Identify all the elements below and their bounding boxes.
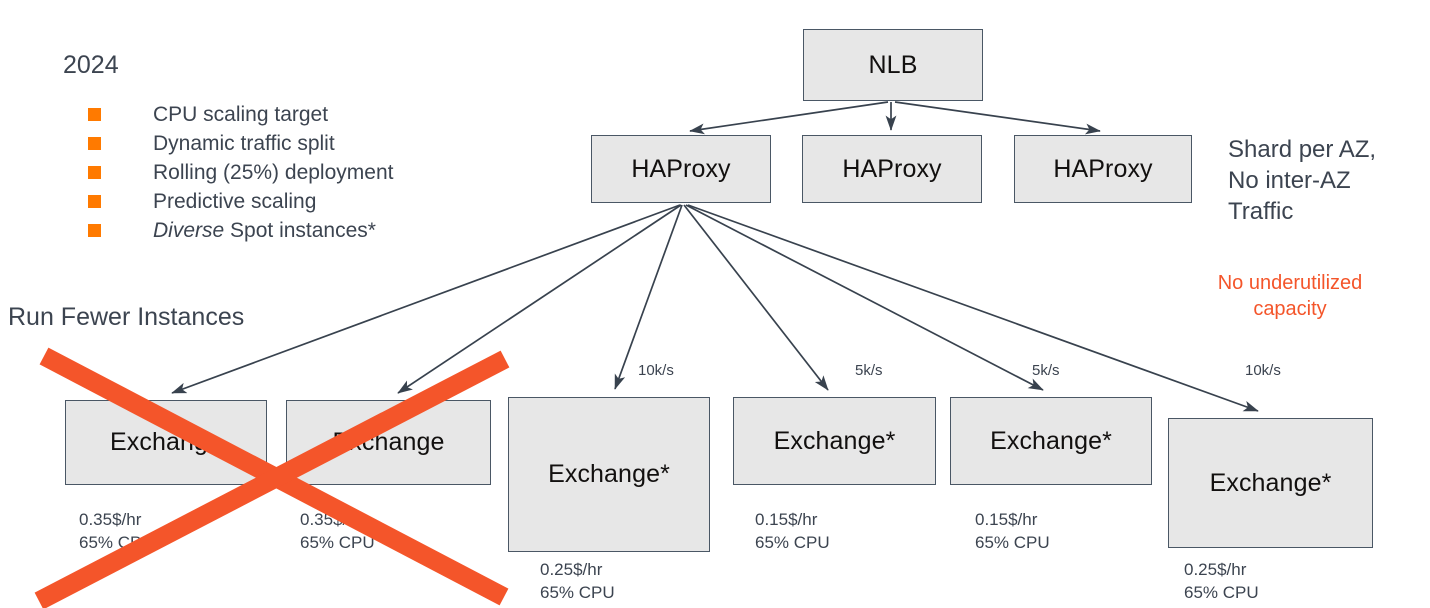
cost-value: 0.25$/hr — [540, 560, 603, 579]
cost-value: 0.15$/hr — [975, 510, 1038, 529]
cpu-value: 65% CPU — [1184, 583, 1259, 602]
square-bullet-icon — [88, 108, 101, 121]
node-exchange-5-label: Exchange* — [990, 426, 1112, 455]
arrow-haproxy-to-exchange-4 — [683, 204, 829, 391]
cost-label-exchange-4: 0.15$/hr 65% CPU — [755, 508, 830, 554]
arrow-nlb-to-haproxy-3 — [894, 101, 1101, 135]
cpu-value: 65% CPU — [975, 533, 1050, 552]
cost-value: 0.15$/hr — [755, 510, 818, 529]
list-item: Diverse Spot instances* — [88, 216, 508, 245]
node-exchange-5[interactable]: Exchange* — [950, 397, 1152, 485]
cost-label-exchange-3: 0.25$/hr 65% CPU — [540, 558, 615, 604]
node-exchange-6-label: Exchange* — [1209, 468, 1332, 497]
cost-value: 0.35$/hr — [79, 510, 142, 529]
node-exchange-4[interactable]: Exchange* — [733, 397, 936, 485]
node-haproxy-3-label: HAProxy — [1053, 154, 1153, 183]
capacity-note-line-2: capacity — [1253, 298, 1327, 320]
square-bullet-icon — [88, 195, 101, 208]
node-exchange-1-label: Exchange — [110, 428, 222, 456]
node-haproxy-1[interactable]: HAProxy — [591, 135, 771, 203]
node-exchange-4-label: Exchange* — [773, 426, 896, 455]
arrow-haproxy-to-exchange-3 — [614, 204, 683, 390]
node-haproxy-3[interactable]: HAProxy — [1014, 135, 1192, 203]
node-exchange-6[interactable]: Exchange* — [1168, 418, 1373, 548]
arrow-nlb-to-haproxy-1 — [689, 101, 889, 135]
node-exchange-1[interactable]: Exchange — [65, 400, 267, 485]
list-item: CPU scaling target — [88, 100, 508, 129]
arrow-haproxy-to-exchange-5 — [685, 204, 1044, 391]
node-exchange-3-label: Exchange* — [548, 460, 670, 488]
node-haproxy-1-label: HAProxy — [631, 154, 731, 183]
cpu-value: 65% CPU — [755, 533, 830, 552]
shard-note-line-3: Traffic — [1228, 198, 1294, 225]
square-bullet-icon — [88, 224, 101, 237]
node-exchange-3[interactable]: Exchange* — [508, 397, 710, 552]
node-nlb[interactable]: NLB — [803, 29, 983, 101]
list-item: Predictive scaling — [88, 187, 508, 216]
cost-label-exchange-1: 0.35$/hr 65% CPU — [79, 508, 154, 554]
cpu-value: 65% CPU — [540, 583, 615, 602]
shard-note-line-2: No inter-AZ — [1228, 167, 1351, 194]
bullet-emphasis: Diverse — [153, 218, 225, 242]
rate-label-exchange-5: 5k/s — [1032, 362, 1060, 379]
cpu-value: 65% CPU — [79, 533, 154, 552]
list-item: Dynamic traffic split — [88, 129, 508, 158]
cost-label-exchange-2: 0.35$/hr 65% CPU — [300, 508, 375, 554]
year-label: 2024 — [63, 51, 119, 79]
node-nlb-label: NLB — [868, 50, 918, 79]
rate-label-exchange-3: 10k/s — [638, 362, 674, 379]
cost-label-exchange-5: 0.15$/hr 65% CPU — [975, 508, 1050, 554]
node-haproxy-2-label: HAProxy — [842, 154, 942, 183]
arrow-haproxy-to-exchange-6 — [687, 204, 1259, 412]
node-exchange-2[interactable]: Exchange — [286, 400, 491, 485]
section-label-run-fewer-instances: Run Fewer Instances — [8, 303, 245, 331]
bullet-label-3: Rolling (25%) deployment — [153, 160, 394, 184]
node-exchange-2-label: Exchange — [332, 428, 445, 456]
shard-per-az-note: Shard per AZ, No inter-AZ Traffic — [1228, 134, 1376, 227]
shard-note-line-1: Shard per AZ, — [1228, 136, 1377, 163]
bullet-list: CPU scaling target Dynamic traffic split… — [88, 100, 508, 245]
square-bullet-icon — [88, 166, 101, 179]
square-bullet-icon — [88, 137, 101, 150]
rate-label-exchange-6: 10k/s — [1245, 362, 1281, 379]
bullet-rest: Spot instances* — [230, 218, 376, 242]
no-underutilized-capacity-note: No underutilized capacity — [1190, 270, 1390, 322]
bullet-label-2: Dynamic traffic split — [153, 131, 335, 155]
bullet-label-4: Predictive scaling — [153, 189, 317, 213]
list-item: Rolling (25%) deployment — [88, 158, 508, 187]
bullet-label-1: CPU scaling target — [153, 102, 329, 126]
cost-value: 0.35$/hr — [300, 510, 363, 529]
bullet-label-5: Diverse Spot instances* — [153, 219, 376, 243]
rate-label-exchange-4: 5k/s — [855, 362, 883, 379]
node-haproxy-2[interactable]: HAProxy — [802, 135, 982, 203]
cost-label-exchange-6: 0.25$/hr 65% CPU — [1184, 558, 1259, 604]
cpu-value: 65% CPU — [300, 533, 375, 552]
capacity-note-line-1: No underutilized — [1217, 272, 1363, 294]
cost-value: 0.25$/hr — [1184, 560, 1247, 579]
